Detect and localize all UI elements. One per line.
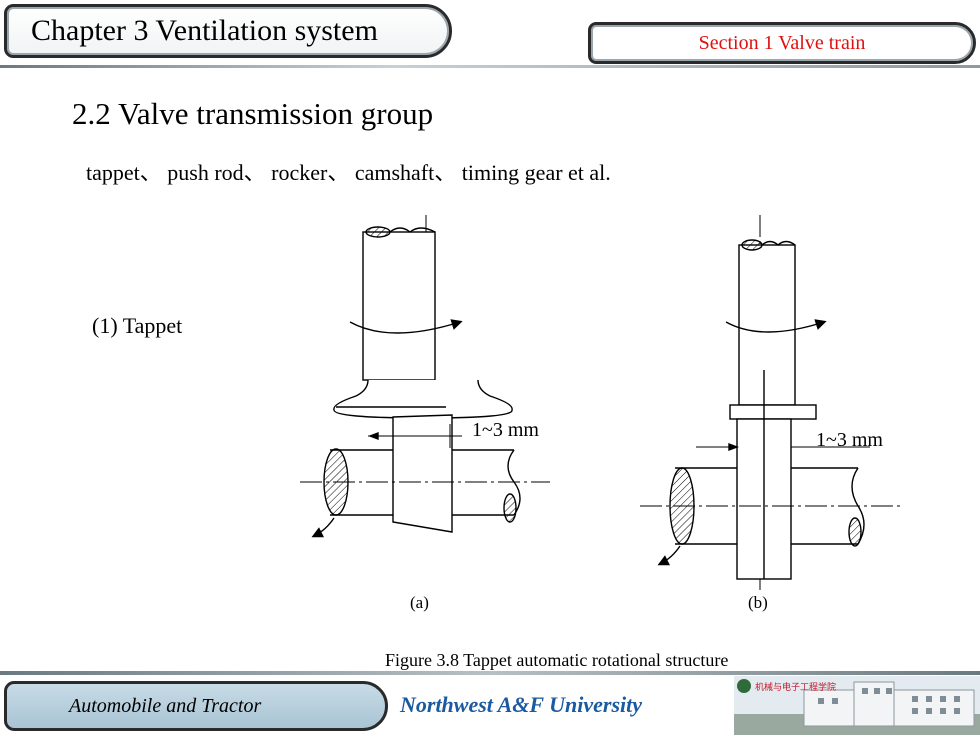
chapter-title-tab: Chapter 3 Ventilation system [4, 4, 452, 58]
tappet-label: (1) Tappet [92, 313, 183, 338]
campus-photo: 机械与电子工程学院 [734, 676, 980, 735]
figure-caption: Figure 3.8 Tappet automatic rotational s… [385, 650, 729, 670]
section-tab: Section 1 Valve train [588, 22, 976, 64]
footer-divider [0, 671, 980, 675]
chapter-title: Chapter 3 Ventilation system [31, 14, 378, 47]
section-title: 2.2 Valve transmission group [72, 96, 434, 131]
university-name: Northwest A&F University [400, 692, 643, 717]
clearance-label-b: 1~3 mm [816, 429, 883, 451]
diagram-b [640, 215, 900, 590]
subfig-label-b: (b) [748, 593, 768, 612]
course-tab: Automobile and Tractor [4, 681, 388, 731]
section-label: Section 1 Valve train [698, 32, 866, 54]
college-logo-icon [737, 679, 751, 693]
tappet-diagram: 1~3 mm 1~3 mm (a) (b) [300, 215, 900, 612]
diagram-a [300, 215, 550, 538]
course-label: Automobile and Tractor [69, 695, 262, 717]
subfig-label-a: (a) [410, 593, 429, 612]
banner-text: 机械与电子工程学院 [755, 681, 836, 693]
clearance-label-a: 1~3 mm [472, 419, 539, 441]
header-divider [0, 65, 980, 68]
component-list: tappet、 push rod、 rocker、 camshaft、 timi… [86, 160, 611, 185]
